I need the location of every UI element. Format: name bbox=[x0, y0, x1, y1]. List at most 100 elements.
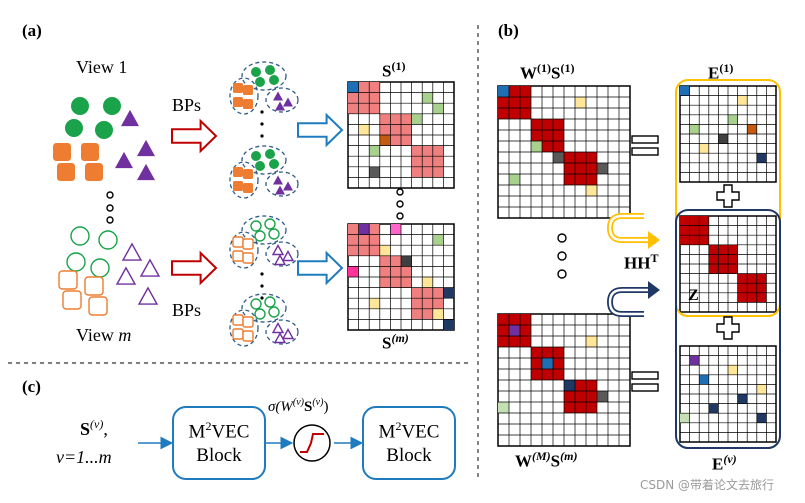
matrix-cell bbox=[369, 298, 380, 309]
dashed-cluster-icon bbox=[241, 145, 287, 175]
equals-icon bbox=[631, 383, 659, 392]
matrix-cell bbox=[564, 174, 575, 185]
matrix-cell bbox=[680, 413, 690, 423]
cluster-circle bbox=[268, 306, 280, 318]
matrix-cell bbox=[348, 103, 359, 114]
cluster-square bbox=[243, 169, 253, 179]
right-arrow-icon bbox=[297, 250, 344, 286]
matrix-cell bbox=[509, 108, 520, 119]
equals-icon bbox=[631, 371, 659, 380]
matrix-cell bbox=[498, 314, 509, 325]
matrix-cell bbox=[737, 273, 748, 284]
matrix-cell bbox=[728, 254, 738, 264]
cluster-triangle bbox=[281, 328, 295, 340]
matrix-cell bbox=[422, 156, 433, 167]
cluster-square bbox=[243, 183, 253, 193]
cluster-circle bbox=[255, 161, 265, 171]
cluster-circle bbox=[268, 228, 280, 240]
matrix-cell bbox=[411, 308, 423, 320]
dashed-cluster-icon bbox=[229, 77, 259, 115]
matrix-cell bbox=[756, 283, 767, 293]
right-arrow-icon bbox=[297, 112, 344, 148]
ellipsis-dot bbox=[106, 204, 114, 212]
viewm-circle bbox=[90, 258, 110, 278]
matrix-cell bbox=[348, 266, 359, 277]
view1-triangle bbox=[115, 151, 133, 169]
matrix-cell bbox=[718, 244, 728, 255]
matrix-cell bbox=[390, 255, 401, 267]
viewm-triangle bbox=[139, 258, 161, 277]
view-last-label: View m bbox=[76, 325, 132, 345]
matrix-cell bbox=[422, 287, 433, 299]
matrix-cell bbox=[689, 216, 700, 226]
dashed-cluster-icon bbox=[265, 87, 299, 113]
matrix-cell bbox=[401, 277, 412, 288]
matrix-cell bbox=[401, 124, 412, 135]
matrix-cell bbox=[564, 380, 575, 391]
matrix-cell bbox=[542, 119, 553, 130]
m2vec-block-right-line2: Block bbox=[386, 444, 432, 466]
matrix-cell bbox=[564, 402, 575, 413]
dashed-cluster-icon bbox=[229, 231, 259, 269]
matrix-cell bbox=[379, 277, 391, 288]
u-turn-arrow-icon bbox=[606, 213, 650, 243]
ellipsis-dot bbox=[396, 212, 404, 220]
matrix-cell bbox=[520, 336, 531, 347]
matrix-cell bbox=[432, 103, 444, 114]
matrix-cell bbox=[509, 336, 520, 347]
matrix-cell bbox=[358, 82, 370, 93]
matrix-cell bbox=[422, 277, 433, 288]
matrix-cell bbox=[369, 92, 380, 104]
matrix-cell bbox=[699, 374, 709, 385]
cluster-triangle bbox=[275, 101, 285, 111]
matrix-cell bbox=[756, 153, 767, 163]
matrix-cell bbox=[498, 108, 509, 119]
matrix-cell bbox=[358, 245, 370, 256]
viewm-triangle bbox=[115, 266, 137, 285]
matrix-cell bbox=[699, 225, 709, 236]
dashed-cluster-icon bbox=[241, 215, 287, 245]
sigma-label: σ(W(v)S(v)) bbox=[268, 397, 329, 415]
matrix-cell bbox=[358, 224, 370, 235]
dashed-cluster-icon bbox=[265, 241, 299, 267]
cluster-square bbox=[242, 238, 254, 250]
s1-label: S(1) bbox=[382, 59, 406, 81]
matrix-cell bbox=[575, 152, 586, 163]
matrix-cell bbox=[498, 325, 509, 336]
view1-square bbox=[81, 143, 99, 161]
cluster-circle bbox=[254, 308, 266, 320]
matrix-cell bbox=[432, 156, 444, 167]
viewm-square bbox=[88, 296, 108, 316]
ellipsis-dot bbox=[260, 122, 264, 126]
matrix-cell bbox=[553, 347, 564, 358]
matrix-cell bbox=[737, 292, 748, 303]
cluster-triangle bbox=[275, 185, 285, 195]
ellipsis-dot bbox=[106, 191, 114, 199]
matrix-cell bbox=[728, 365, 738, 375]
matrix-cell bbox=[358, 103, 370, 114]
matrix-cell bbox=[747, 292, 757, 303]
ellipsis-dot bbox=[260, 284, 264, 288]
matrix-cell bbox=[509, 174, 520, 185]
input-range-label: v=1...m bbox=[56, 447, 112, 467]
matrix-cell bbox=[390, 124, 401, 135]
ellipsis-dot bbox=[260, 272, 264, 276]
matrix-cell bbox=[542, 347, 553, 358]
matrix-cell bbox=[586, 336, 597, 347]
ellipsis-dot bbox=[106, 216, 114, 224]
matrix-cell bbox=[708, 403, 719, 414]
matrix-cell bbox=[348, 234, 359, 246]
dashed-cluster-icon bbox=[229, 161, 259, 199]
matrix-cell bbox=[379, 245, 391, 256]
ev-group-frame bbox=[675, 209, 781, 449]
view1-triangle bbox=[137, 163, 155, 181]
matrix-cell bbox=[520, 86, 531, 97]
cluster-circle bbox=[255, 77, 265, 87]
matrix-cell bbox=[531, 369, 542, 380]
cluster-square bbox=[242, 330, 254, 342]
matrix-cell bbox=[542, 358, 553, 369]
viewm-circle bbox=[70, 226, 90, 246]
ellipsis-dot bbox=[396, 188, 404, 196]
matrix-cell bbox=[597, 163, 608, 174]
matrix-cell bbox=[756, 273, 767, 284]
